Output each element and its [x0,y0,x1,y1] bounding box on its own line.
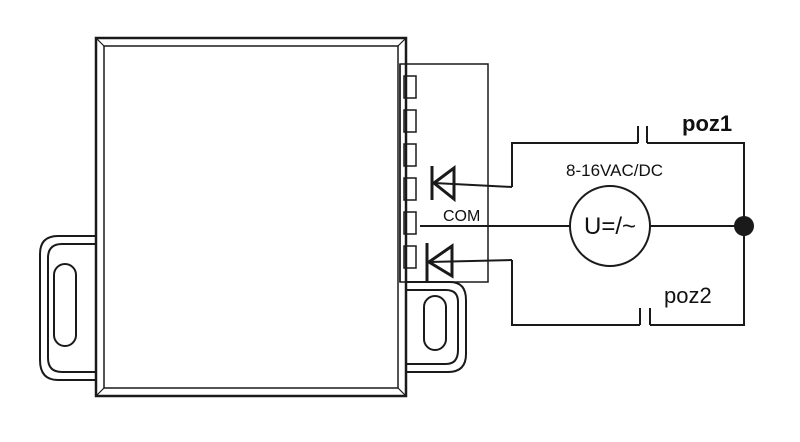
poz1-label: poz1 [682,111,732,136]
wire-poz2-right [650,226,745,326]
right-mounting-slot [423,295,447,351]
terminal-pins [403,75,417,269]
com-label: COM [443,208,480,225]
terminal-pin-2 [403,109,417,133]
left-mounting-slot [53,263,77,347]
wire-poz1-right [647,142,745,226]
diode-upper [430,165,513,203]
wires [420,126,745,326]
left-mounting-flange [39,235,96,381]
wire-poz2-left [511,260,640,326]
wire-poz1-left [511,142,638,187]
junction-dot [734,216,754,236]
voltage-source-symbol [569,185,651,267]
source-label: U=/~ [584,213,636,240]
terminal-pin-1 [403,75,417,99]
diode-lower [425,243,513,282]
terminal-block [399,63,489,283]
terminal-pin-6 [403,245,417,269]
right-mounting-flange [406,281,467,373]
terminal-pin-4 [403,177,417,201]
terminal-pin-3 [403,143,417,167]
device-body [94,36,408,398]
terminal-pin-5 [403,211,417,235]
supply-label: 8-16VAC/DC [566,161,663,180]
poz2-label: poz2 [664,283,712,308]
